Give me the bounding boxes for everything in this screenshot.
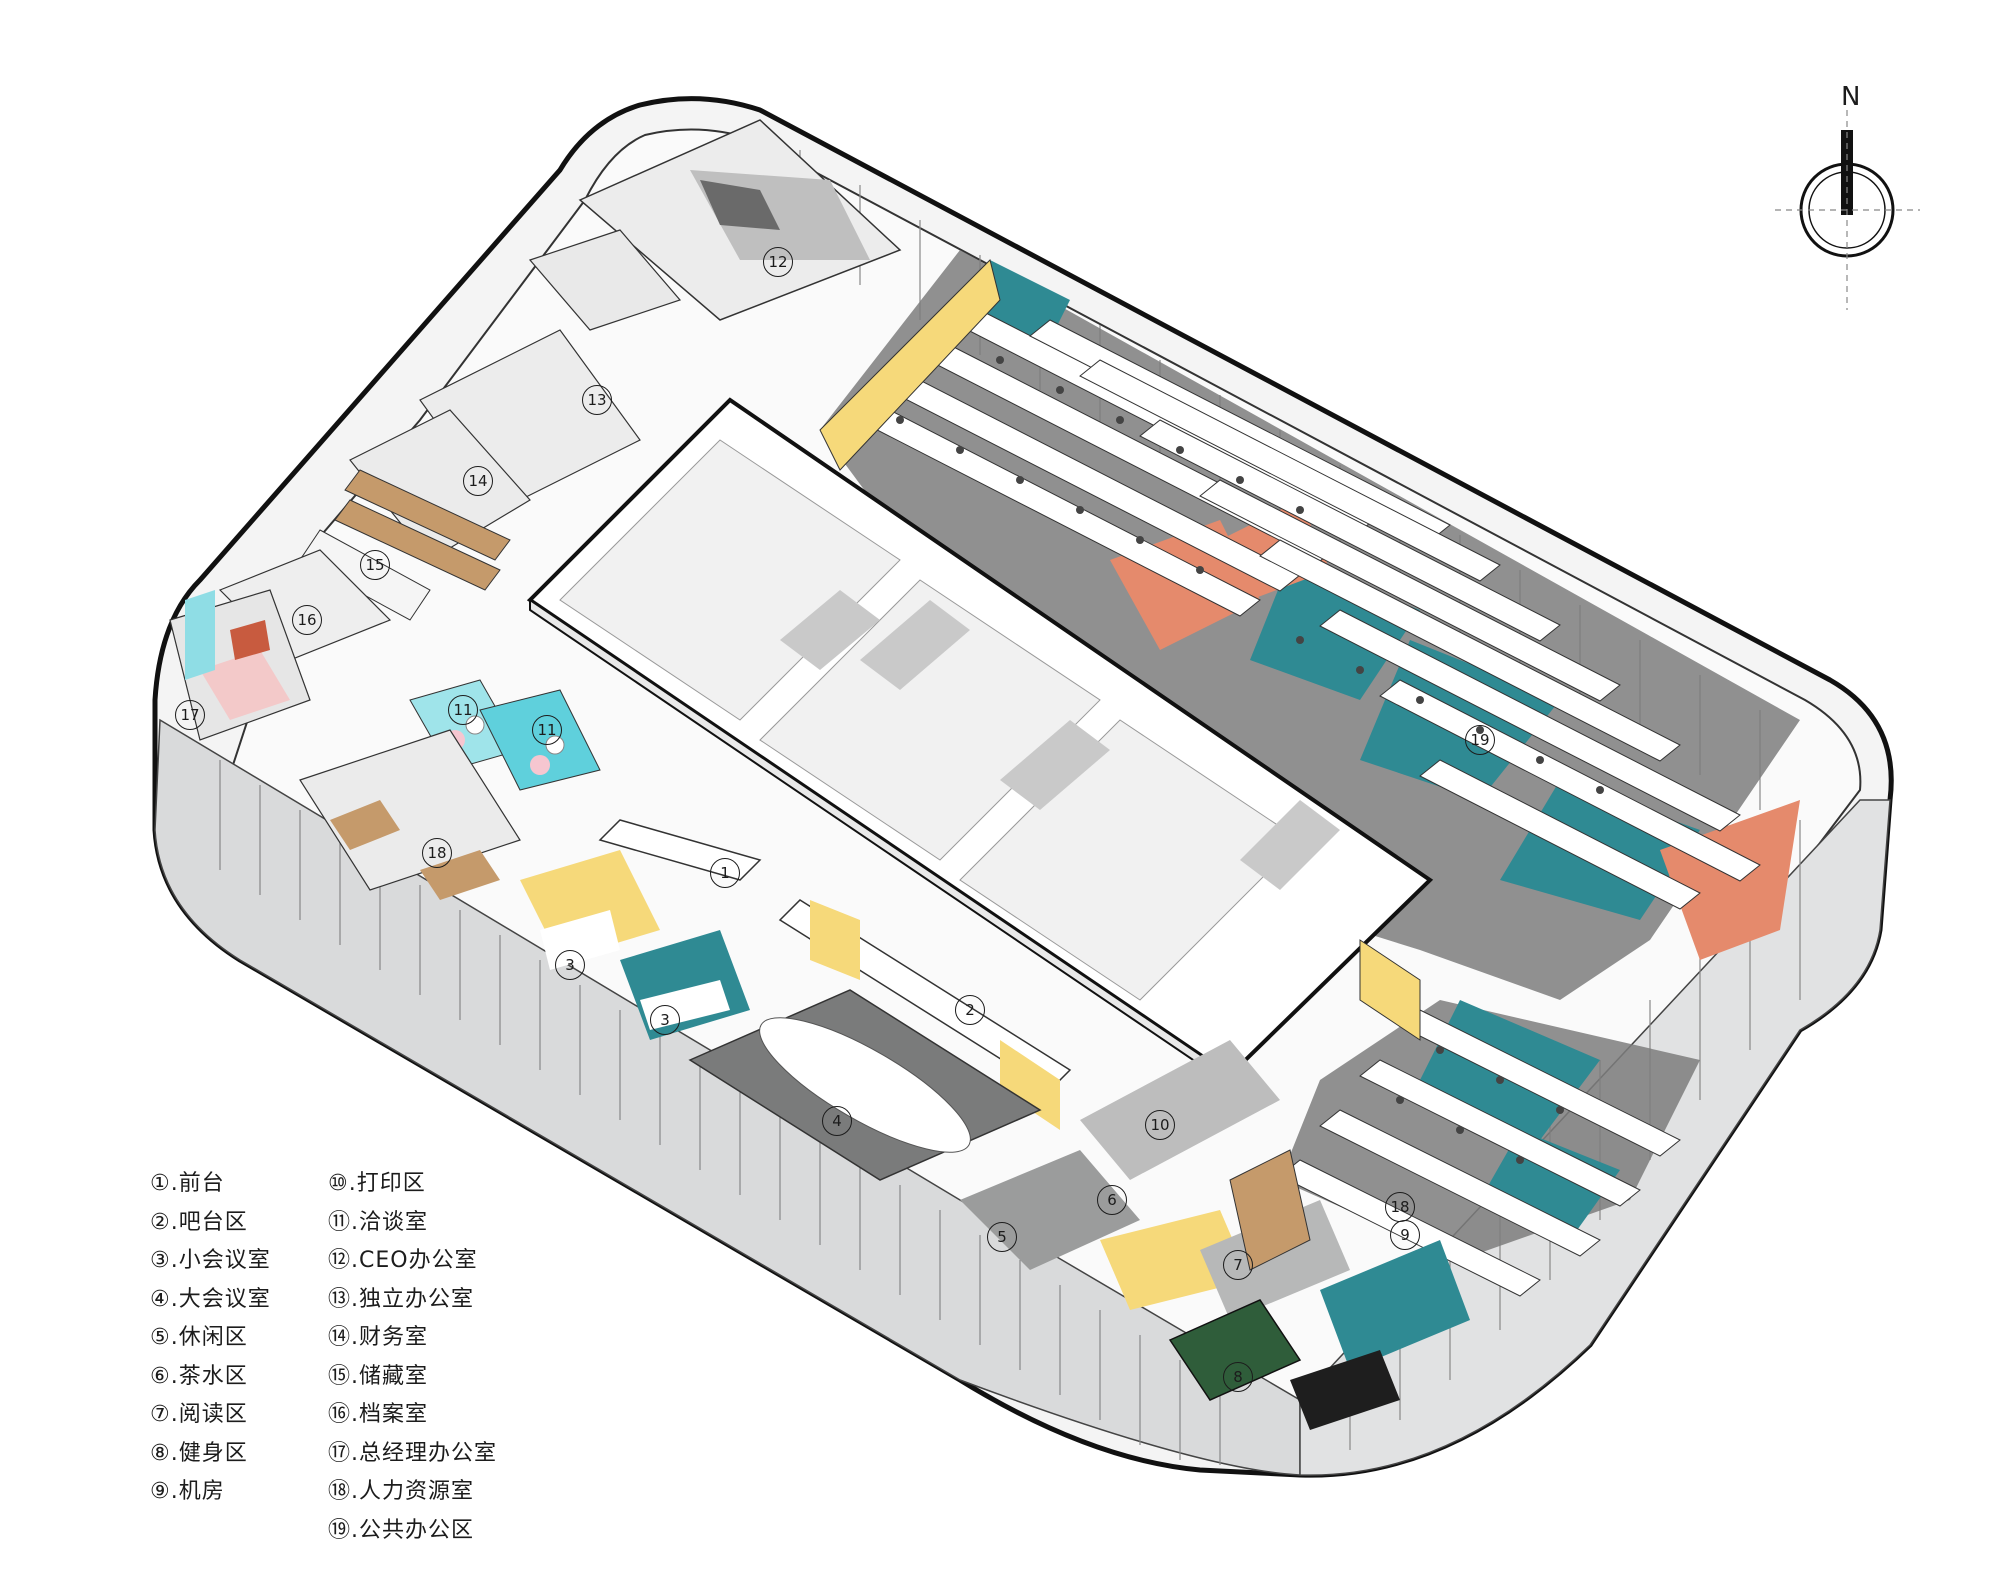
chairs: [896, 356, 1604, 1164]
marker-hr-b: 18: [1385, 1192, 1415, 1222]
legend-item: ⑨.机房: [150, 1479, 225, 1504]
big-meeting-room: [688, 989, 1042, 1181]
marker-ceo: 12: [763, 247, 793, 277]
marker-negotiation-a: 11: [448, 695, 478, 725]
legend-item: ⑬.独立办公室: [328, 1286, 475, 1312]
legend-item: ②.吧台区: [150, 1209, 248, 1235]
hr-office: [299, 729, 521, 900]
marker-bar: 2: [955, 995, 985, 1025]
marker-reading: 7: [1223, 1250, 1253, 1280]
legend-left: ①.前台 ②.吧台区 ③.小会议室 ④.大会议室 ⑤.休闲区 ⑥.茶水区 ⑦.阅…: [150, 1165, 271, 1512]
accent-walls: [819, 259, 1001, 471]
legend-item: ④.大会议室: [150, 1286, 271, 1312]
marker-tea: 6: [1097, 1185, 1127, 1215]
compass: [1775, 110, 1920, 310]
legend-right: ⑩.打印区 ⑪.洽谈室 ⑫.CEO办公室 ⑬.独立办公室 ⑭.财务室 ⑮.储藏室…: [328, 1165, 497, 1550]
marker-negotiation-b: 11: [532, 715, 562, 745]
marker-gm-office: 17: [175, 700, 205, 730]
private-offices: [169, 119, 902, 741]
legend-item: ⑩.打印区: [328, 1171, 426, 1196]
legend-item: ⑯.档案室: [328, 1402, 429, 1427]
marker-finance: 14: [463, 466, 493, 496]
marker-private-office: 13: [582, 385, 612, 415]
legend-item: ⑮.储藏室: [328, 1363, 429, 1389]
legend-item: ⑪.洽谈室: [328, 1209, 429, 1235]
marker-big-meeting: 4: [822, 1106, 852, 1136]
marker-print: 10: [1145, 1110, 1175, 1140]
legend-item: ⑤.休闲区: [150, 1325, 248, 1350]
marker-hr-a: 18: [422, 838, 452, 868]
marker-server: 9: [1390, 1220, 1420, 1250]
legend-item: ⑭.财务室: [328, 1325, 429, 1350]
marker-reception: 1: [710, 858, 740, 888]
marker-archive: 16: [292, 605, 322, 635]
marker-storage: 15: [360, 550, 390, 580]
legend-item: ⑥.茶水区: [150, 1363, 248, 1389]
legend-item: ⑧.健身区: [150, 1440, 248, 1466]
legend-item: ⑰.总经理办公室: [328, 1440, 498, 1466]
legend-item: ⑱.人力资源室: [328, 1479, 475, 1504]
legend-item: ⑲.公共办公区: [328, 1517, 475, 1543]
central-core: [526, 397, 1434, 1087]
legend-item: ③.小会议室: [150, 1248, 271, 1273]
marker-leisure: 5: [987, 1222, 1017, 1252]
north-label: N: [1841, 82, 1861, 112]
legend-item: ①.前台: [150, 1171, 225, 1196]
leisure-zone: [960, 1040, 1470, 1430]
marker-small-meeting-a: 3: [555, 950, 585, 980]
legend-item: ⑦.阅读区: [150, 1402, 248, 1427]
legend-item: ⑫.CEO办公室: [328, 1248, 478, 1273]
marker-small-meeting-b: 3: [650, 1005, 680, 1035]
marker-public-office: 19: [1465, 725, 1495, 755]
marker-gym: 8: [1223, 1362, 1253, 1392]
